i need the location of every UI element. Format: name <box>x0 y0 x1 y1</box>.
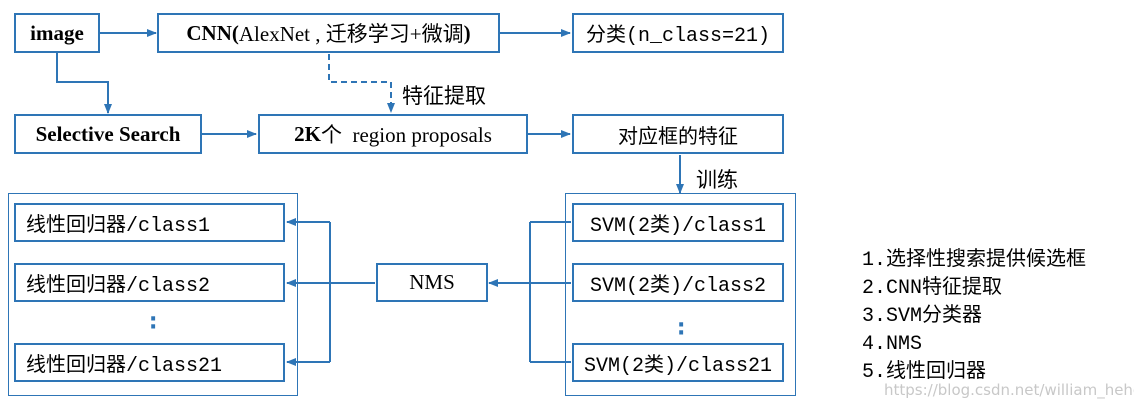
step-list: 1.选择性搜索提供候选框 2.CNN特征提取 3.SVM分类器 4.NMS 5.… <box>862 247 1086 387</box>
regressor-class2-label: 线性回归器/class2 <box>26 274 211 298</box>
regressor-ellipsis: ·· <box>149 307 158 340</box>
selective-search-box: Selective Search <box>14 114 202 154</box>
edge-image-selective <box>56 53 112 114</box>
regressor-class21-box: 线性回归器/class21 <box>14 343 285 382</box>
svm-class21-label: SVM(2类)/class21 <box>583 354 773 378</box>
regressor-group-frame <box>8 193 298 396</box>
svm-class21-box: SVM(2类)/class21 <box>572 343 784 382</box>
svm-class2-label: SVM(2类)/class2 <box>589 274 767 298</box>
regressor-class2-box: 线性回归器/class2 <box>14 263 285 302</box>
image-label: image <box>30 20 84 45</box>
svm-class2-box: SVM(2类)/class2 <box>572 263 784 302</box>
regressor-class1-box: 线性回归器/class1 <box>14 203 285 242</box>
regressor-class21-label: 线性回归器/class21 <box>26 354 223 378</box>
cnn-label-detail: AlexNet , 迁移学习+微调 <box>238 22 464 46</box>
step-item: 2.CNN特征提取 <box>862 277 1003 300</box>
proposals-count: 2K <box>294 121 321 146</box>
edge-cnn-feature-dashed <box>328 54 395 113</box>
watermark-text: https://blog.csdn.net/william_hehe <box>884 381 1134 399</box>
cnn-label-close: ) <box>463 20 471 45</box>
step-item: 4.NMS <box>862 333 923 356</box>
svm-class1-label: SVM(2类)/class1 <box>589 214 767 238</box>
feature-extract-label: 特征提取 <box>402 84 486 108</box>
classify-label: 分类(n_class=21) <box>585 25 771 48</box>
box-features-box: 对应框的特征 <box>572 114 784 154</box>
proposals-label: 个 region proposals <box>320 123 492 147</box>
selective-search-label: Selective Search <box>35 121 181 146</box>
classify-box: 分类(n_class=21) <box>572 13 784 53</box>
train-label: 训练 <box>696 168 738 192</box>
cnn-label-bold: CNN( <box>186 20 239 45</box>
box-features-label: 对应框的特征 <box>618 123 738 148</box>
step-item: 3.SVM分类器 <box>862 305 983 328</box>
nms-label: NMS <box>409 270 455 294</box>
svm-ellipsis: ·· <box>677 313 686 346</box>
image-box: image <box>14 13 100 53</box>
step-item: 1.选择性搜索提供候选框 <box>862 249 1087 272</box>
cnn-box: CNN(AlexNet , 迁移学习+微调) <box>157 13 500 53</box>
step-item: 5.线性回归器 <box>862 361 987 384</box>
svm-class1-box: SVM(2类)/class1 <box>572 203 784 242</box>
svm-group-frame <box>565 193 796 396</box>
nms-box: NMS <box>376 263 488 302</box>
regressor-class1-label: 线性回归器/class1 <box>26 214 211 238</box>
